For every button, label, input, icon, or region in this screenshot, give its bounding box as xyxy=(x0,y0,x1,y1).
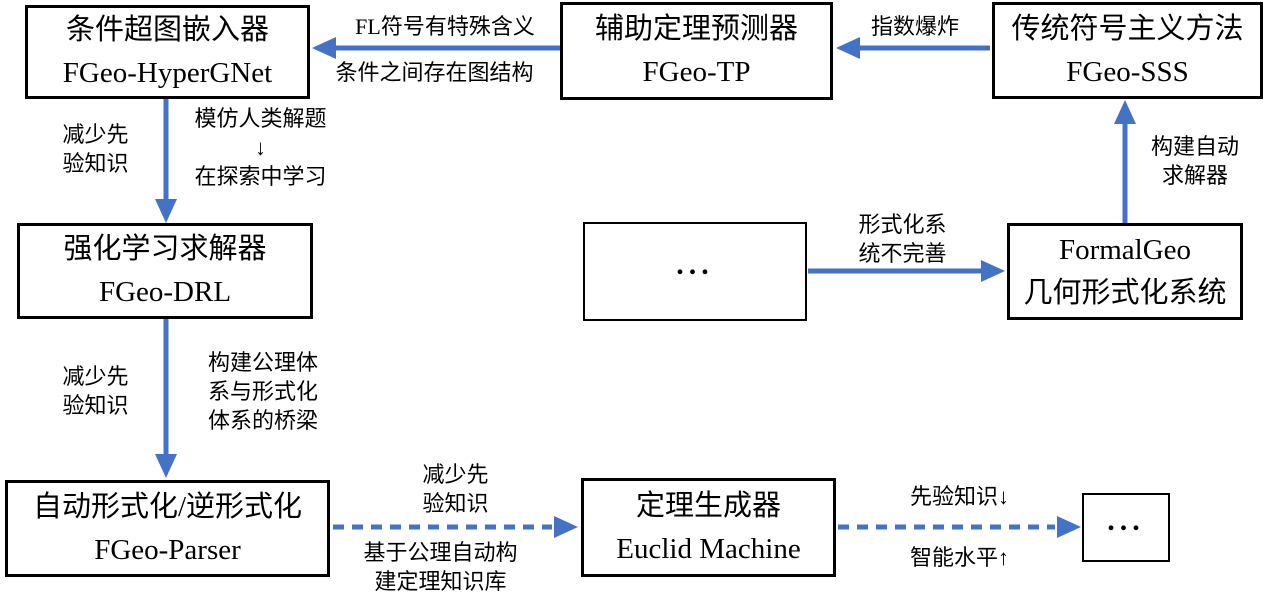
box-fgeo-parser: 自动形式化/逆形式化 FGeo-Parser xyxy=(5,480,330,577)
label-intelligence-up: 智能水平↑ xyxy=(909,545,1009,570)
box-fgeo-drl: 强化学习求解器 FGeo-DRL xyxy=(17,223,313,319)
box-title: 条件超图嵌入器 xyxy=(65,14,269,46)
arrow-formalgeo-to-sss xyxy=(1114,100,1136,223)
arrow-drl-to-parser xyxy=(155,319,177,478)
label-theorem-knowledge-base: 基于公理自动构 建定理知识库 xyxy=(363,540,518,594)
box-title: 定理生成器 xyxy=(635,489,781,522)
label-reduce-prior-knowledge-1: 减少先 验知识 xyxy=(62,122,129,176)
box-subtitle: Euclid Machine xyxy=(616,532,801,565)
arrow-hypergnet-to-drl xyxy=(155,99,177,223)
arrow-sss-to-tp xyxy=(836,37,990,59)
label-reduce-prior-knowledge-3: 减少先 验知识 xyxy=(422,462,489,516)
arrow-parser-to-euclid xyxy=(333,516,578,538)
label-axiom-formal-bridge: 构建公理体 系与形式化 体系的桥梁 xyxy=(207,350,318,433)
box-euclid-machine: 定理生成器 Euclid Machine xyxy=(581,478,836,577)
box-fgeo-tp: 辅助定理预测器 FGeo-TP xyxy=(560,2,833,100)
box-fgeo-sss: 传统符号主义方法 FGeo-SSS xyxy=(992,2,1263,99)
box-ellipsis-end: ... xyxy=(1082,493,1170,562)
box-title: FormalGeo xyxy=(1058,233,1192,266)
ellipsis-text: ... xyxy=(1107,503,1145,537)
box-subtitle: FGeo-SSS xyxy=(1066,55,1189,88)
box-fgeo-hypergnet: 条件超图嵌入器 FGeo-HyperGNet xyxy=(25,5,310,99)
label-formal-system-incomplete: 形式化系 统不完善 xyxy=(858,212,947,266)
box-formalgeo: FormalGeo 几何形式化系统 xyxy=(1007,223,1243,320)
arrow-ellipsis-to-formalgeo xyxy=(808,260,1005,282)
box-subtitle: 几何形式化系统 xyxy=(1023,276,1227,309)
label-reduce-prior-knowledge-2: 减少先 验知识 xyxy=(62,364,129,418)
box-ellipsis-middle: ... xyxy=(583,222,807,321)
box-title: 强化学习求解器 xyxy=(63,233,267,265)
arrow-euclid-to-ellipsis xyxy=(838,516,1081,538)
box-subtitle: FGeo-DRL xyxy=(98,276,232,308)
box-title: 自动形式化/逆形式化 xyxy=(32,490,303,523)
label-exponential-explosion: 指数爆炸 xyxy=(870,14,959,39)
box-title: 辅助定理预测器 xyxy=(594,13,798,45)
box-subtitle: FGeo-TP xyxy=(642,56,751,88)
box-subtitle: FGeo-HyperGNet xyxy=(62,57,273,89)
box-title: 传统符号主义方法 xyxy=(1011,12,1244,45)
label-build-auto-solver: 构建自动 求解器 xyxy=(1150,134,1239,188)
label-fl-special-meaning: FL符号有特殊含义 xyxy=(355,14,535,39)
label-prior-knowledge-down: 先验知识↓ xyxy=(909,484,1009,509)
box-subtitle: FGeo-Parser xyxy=(94,533,241,566)
label-imitate-human-solving: 模仿人类解题 ↓ 在探索中学习 xyxy=(194,106,327,189)
label-graph-structure: 条件之间存在图结构 xyxy=(335,60,534,85)
ellipsis-text: ... xyxy=(676,247,714,281)
arrow-tp-to-hypergnet xyxy=(312,37,560,59)
